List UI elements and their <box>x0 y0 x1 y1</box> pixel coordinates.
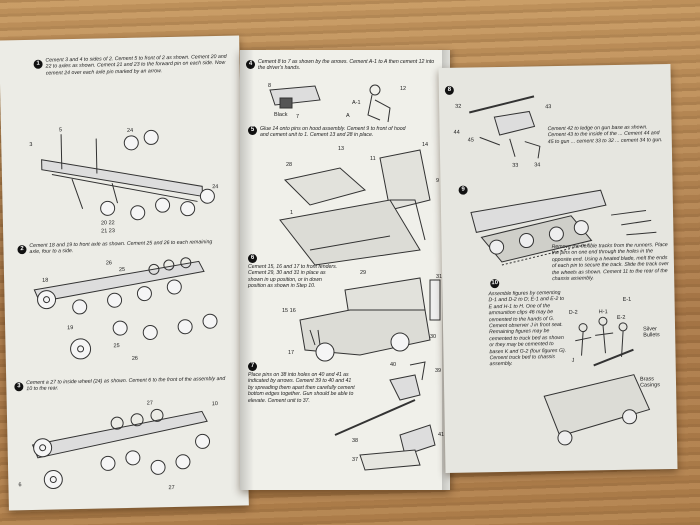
step-4-label: 7 <box>296 114 300 120</box>
step-10-label: H-1 <box>598 309 608 316</box>
step-4-text: Cement 8 to 7 as shown by the arrows. Ce… <box>258 59 435 72</box>
step-6-label: 31 <box>436 274 443 280</box>
instruction-page-left: 1 Cement 3 and 4 to sides of 2. Cement 5… <box>0 35 249 511</box>
step-7-label: 37 <box>352 457 359 463</box>
step-7-label: 38 <box>352 438 359 444</box>
step-3-label: 27 <box>146 400 153 407</box>
step-7-number: 7 <box>248 362 257 371</box>
step-6-number: 6 <box>248 254 257 263</box>
step-6-label: 30 <box>430 334 437 340</box>
step-1-chassis-diagram <box>41 129 215 221</box>
step-3-assembly-diagram <box>31 408 211 490</box>
step-3-label: 27 <box>168 484 175 492</box>
page-gutter <box>240 50 254 490</box>
step-8-gun-base-diagram <box>469 95 541 159</box>
step-5-number: 5 <box>248 126 257 135</box>
step-2-wheels-diagram <box>33 257 218 360</box>
step-5-label: 1 <box>290 210 294 216</box>
step-7-text: Place pins on 38 into holes on 40 and 41… <box>248 372 355 404</box>
step-4-driver-diagram <box>269 84 391 123</box>
step-10-label: E-1 <box>622 296 632 303</box>
step-5-label: 11 <box>370 156 376 162</box>
step-5-label: 28 <box>286 162 293 168</box>
step-5-label: 13 <box>338 146 345 152</box>
step-4-label: A-1 <box>352 100 361 106</box>
step-6-text: Cement 15, 16 and 17 to front fenders. C… <box>248 264 338 290</box>
step-4-label: 8 <box>268 83 272 89</box>
step-10-figures-diagram <box>543 316 651 446</box>
instruction-page-middle: 4 Cement 8 to 7 as shown by the arrows. … <box>240 50 450 490</box>
step-4-label: A <box>346 113 350 119</box>
step-7-label: 40 <box>390 362 397 368</box>
step-3-label: 6 <box>18 482 22 489</box>
step-5-text: Glue 14 onto pins on hood assembly. Ceme… <box>260 126 406 139</box>
step-5-label: 9 <box>436 178 440 184</box>
step-5-hood-diagram <box>279 149 431 266</box>
step-10-label: E-2 <box>616 314 626 321</box>
step-10-label: J <box>571 357 575 364</box>
step-3-label: 10 <box>211 401 218 408</box>
step-7-label: 41 <box>438 432 444 438</box>
step-4-label: 12 <box>400 86 407 92</box>
step-10-label: Silver Bullets <box>643 326 660 339</box>
step-6-label: 17 <box>288 350 295 356</box>
step-7-label: 39 <box>435 368 442 374</box>
step-9-tracks-diagram <box>470 189 657 266</box>
step-10-label: D-2 <box>568 309 578 316</box>
step-7-gun-diagram <box>334 361 436 471</box>
step-6-fenders-diagram <box>299 277 441 362</box>
step-6-label: 29 <box>360 270 367 276</box>
step-6-label: 15 16 <box>282 308 296 314</box>
step-5-label: 14 <box>422 142 429 148</box>
step-4-number: 4 <box>246 60 255 69</box>
instruction-page-right: 8 Cement 42 to ledge on gun base as show… <box>438 64 678 473</box>
step-10-label: Brass Casings <box>639 376 660 389</box>
step-4-label: Black <box>274 112 288 118</box>
